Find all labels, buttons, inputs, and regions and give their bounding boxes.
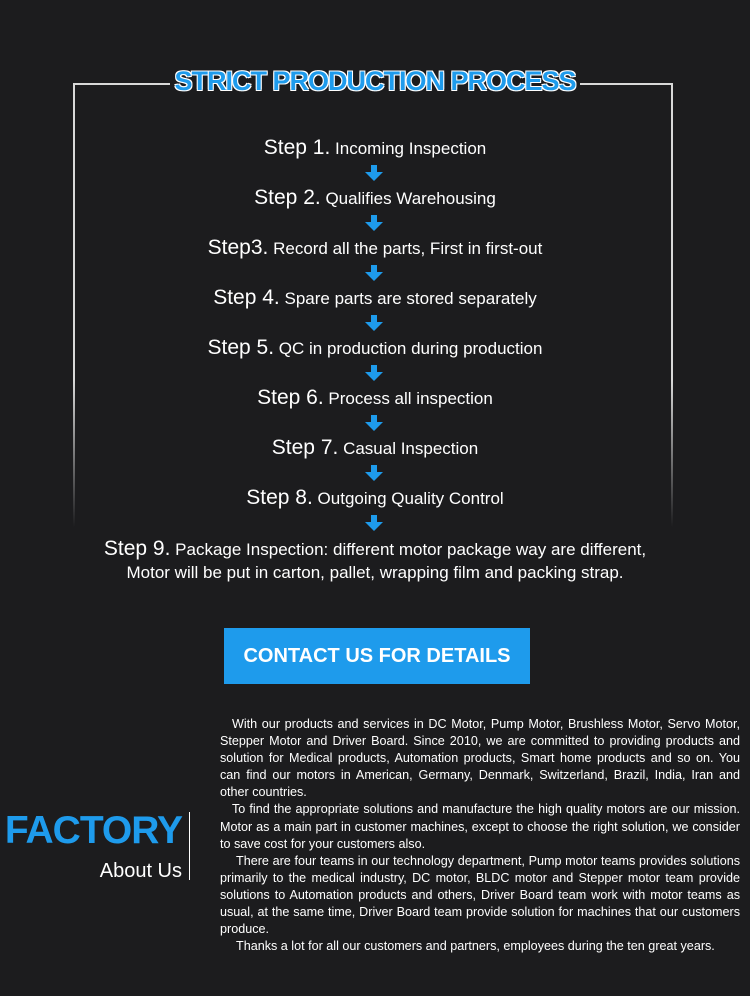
arrow-down-icon [365,215,383,231]
arrow-down-icon [365,465,383,481]
arrow-down-icon [365,315,383,331]
step-text: Package Inspection: different motor pack… [170,540,647,559]
arrow-down-icon [365,365,383,381]
step-number: Step 4. [213,286,280,309]
about-text: With our products and services in DC Mot… [220,716,740,955]
arrow-down-icon [365,265,383,281]
step-number: Step 7. [271,436,339,459]
frame-fade-left [72,380,76,590]
factory-subtitle: About Us [99,860,182,882]
step-text: Outgoing Quality Control [312,489,504,508]
arrow-down-icon [365,165,383,181]
step-number: Step 1. [263,136,331,159]
contact-us-button[interactable]: CONTACT US FOR DETAILS [224,628,530,684]
step-9-line-1: Step 9. Package Inspection: different mo… [0,537,750,561]
step-number: Step 2. [254,186,321,209]
step-2: Step 2. Qualifies Warehousing [0,186,750,210]
step-text: Record all the parts, First in first-out [268,239,543,258]
step-7: Step 7. Casual Inspection [0,436,750,460]
arrow-down-icon [365,415,383,431]
page-title: STRICT PRODUCTION PROCESS [170,66,580,97]
step-9-line-2: Motor will be put in carton, pallet, wra… [126,563,624,582]
factory-heading: FACTORY About Us [4,809,183,883]
step-number: Step 5. [207,336,275,359]
step-6: Step 6. Process all inspection [0,386,750,410]
about-paragraph: There are four teams in our technology d… [220,853,740,937]
about-paragraph: To find the appropriate solutions and ma… [220,802,740,851]
step-text: Casual Inspection [338,439,479,458]
step-text: Qualifies Warehousing [320,189,496,208]
step-9: Step 9. Package Inspection: different mo… [0,537,750,583]
step-5: Step 5. QC in production during producti… [0,336,750,360]
divider [189,812,190,880]
frame-fade-right [671,380,675,590]
step-text: QC in production during production [274,339,543,358]
step-8: Step 8. Outgoing Quality Control [0,486,750,510]
step-text: Spare parts are stored separately [279,289,537,308]
step-text: Incoming Inspection [330,139,487,158]
title-wrap: STRICT PRODUCTION PROCESS [0,66,750,97]
step-1: Step 1. Incoming Inspection [0,136,750,160]
arrow-down-icon [365,515,383,531]
about-paragraph: With our products and services in DC Mot… [220,717,740,800]
step-number: Step 6. [257,386,324,409]
step-number: Step 9. [103,537,171,560]
step-text: Process all inspection [323,389,493,408]
factory-title: FACTORY [4,809,183,852]
step-3: Step3. Record all the parts, First in fi… [0,236,750,260]
step-number: Step3. [207,236,269,259]
step-number: Step 8. [246,486,313,509]
step-4: Step 4. Spare parts are stored separatel… [0,286,750,310]
about-paragraph: Thanks a lot for all our customers and p… [236,939,715,954]
